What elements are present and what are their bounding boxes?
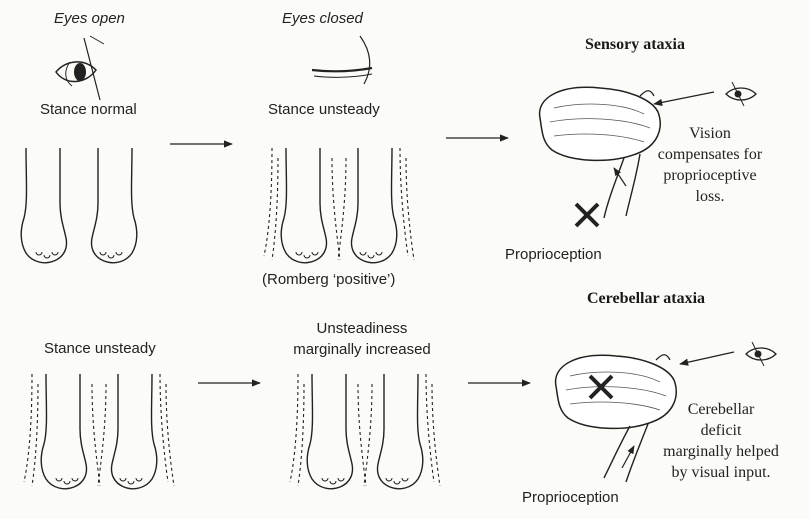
open-eye-icon — [56, 36, 104, 100]
spinal-tract — [604, 424, 648, 482]
visual-input-arrow — [680, 352, 734, 364]
feet-swaying-illustration — [264, 148, 414, 263]
visual-input-arrow — [654, 92, 714, 104]
feet-swaying-more-illustration — [290, 374, 440, 489]
blocked-cross-icon — [576, 204, 598, 226]
eye-icon — [746, 342, 776, 366]
closed-eye-icon — [312, 36, 372, 84]
cerebellum-cerebellar-illustration — [556, 355, 677, 428]
cerebellum-sensory-illustration — [540, 87, 661, 160]
eye-icon — [726, 82, 756, 106]
feet-swaying-illustration — [24, 374, 174, 489]
feet-steady-illustration — [21, 148, 137, 263]
spinal-tract — [604, 154, 640, 218]
